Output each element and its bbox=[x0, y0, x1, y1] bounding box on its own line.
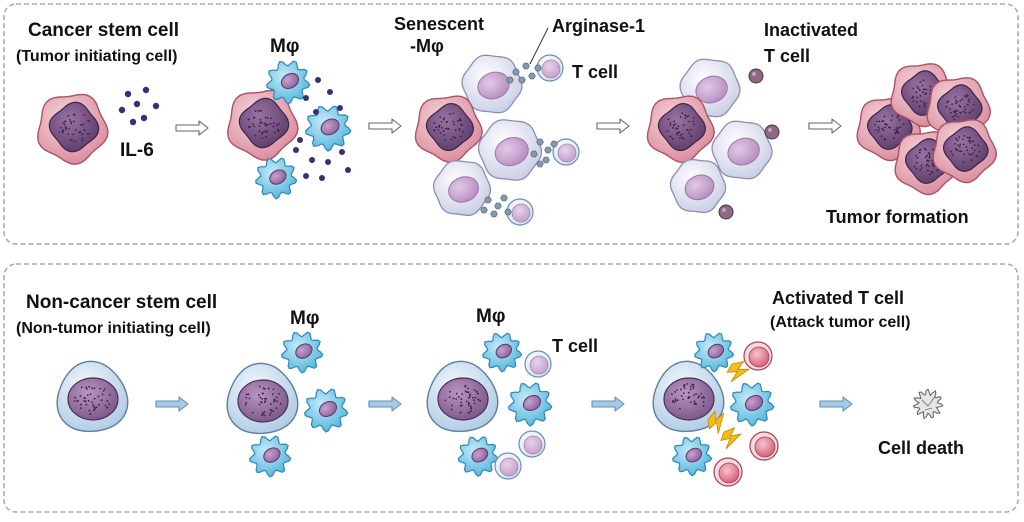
cell-death-label: Cell death bbox=[878, 438, 965, 458]
il6-label: IL-6 bbox=[120, 140, 154, 161]
arrow-top-1 bbox=[175, 120, 209, 136]
inactivated-t-cell-2 bbox=[764, 124, 780, 140]
arginase-cluster-1 bbox=[506, 62, 542, 84]
cancer-cell-step4 bbox=[646, 95, 715, 164]
il6-dots bbox=[118, 86, 160, 126]
macrophage-bottom-2 bbox=[304, 388, 349, 433]
non-cancer-stem-cell-subtitle: (Non-tumor initiating cell) bbox=[16, 320, 211, 337]
inactivated-t-cell-3 bbox=[718, 204, 734, 220]
macrophage-top-1 bbox=[266, 60, 311, 105]
bottom-panel-frame bbox=[3, 263, 1019, 513]
cancer-cell-step3 bbox=[414, 95, 483, 164]
non-cancer-cell-step4 bbox=[652, 360, 725, 433]
lightning-1 bbox=[726, 360, 751, 383]
macrophage-bottom-7 bbox=[694, 332, 735, 373]
senescent-macrophage-2 bbox=[477, 119, 543, 181]
arginase-cluster-3 bbox=[480, 194, 512, 218]
macrophage-label-top: Mφ bbox=[270, 36, 300, 57]
macrophage-bottom-5 bbox=[508, 382, 553, 427]
arrow-bottom-3 bbox=[591, 396, 625, 412]
senescent-macrophage-1 bbox=[461, 54, 523, 114]
arrow-top-2 bbox=[368, 118, 402, 134]
arginase-label: Arginase-1 bbox=[552, 16, 646, 36]
senescent-label-2: -Mφ bbox=[410, 36, 444, 56]
arginase-pointer-line bbox=[529, 27, 549, 65]
activated-t-cell-3 bbox=[713, 457, 743, 487]
t-cell-bottom-1 bbox=[524, 350, 552, 378]
t-cell-top-2 bbox=[552, 138, 580, 166]
non-cancer-stem-cell-title: Non-cancer stem cell bbox=[26, 292, 218, 313]
t-cell-bottom-2 bbox=[518, 430, 546, 458]
senescent-label-1: Senescent bbox=[394, 14, 485, 34]
attack-tumor-cell-label: (Attack tumor cell) bbox=[770, 314, 911, 331]
macrophage-top-2 bbox=[304, 105, 352, 152]
cell-illustrations bbox=[36, 27, 998, 487]
lightning-2 bbox=[707, 409, 725, 434]
senescent-macrophage-5 bbox=[711, 120, 773, 180]
macrophage-top-3 bbox=[255, 157, 298, 200]
top-panel-frame bbox=[3, 3, 1019, 245]
arrow-bottom-2 bbox=[368, 396, 402, 412]
tumor-formation-label: Tumor formation bbox=[826, 207, 969, 227]
macrophage-bottom-3 bbox=[249, 435, 292, 478]
arrow-top-4 bbox=[808, 118, 842, 134]
activated-t-cell-label: Activated T cell bbox=[772, 288, 905, 308]
activated-t-cell-1 bbox=[743, 341, 773, 371]
t-cell-label-top: T cell bbox=[572, 62, 619, 82]
macrophage-label-bottom-2: Mφ bbox=[476, 306, 506, 327]
senescent-macrophage-4 bbox=[679, 58, 741, 118]
macrophage-bottom-9 bbox=[672, 436, 713, 477]
arrow-bottom-1 bbox=[155, 396, 189, 412]
macrophage-label-bottom-1: Mφ bbox=[290, 308, 320, 329]
tumor-cluster-cell-5 bbox=[932, 119, 998, 184]
t-cell-label-bottom: T cell bbox=[552, 336, 599, 356]
cancer-stem-cell-title: Cancer stem cell bbox=[28, 20, 180, 41]
arrow-top-3 bbox=[596, 118, 630, 134]
inactivated-label-1: Inactivated bbox=[764, 20, 859, 40]
macrophage-bottom-8 bbox=[730, 382, 775, 427]
cancer-stem-cell bbox=[36, 93, 109, 165]
senescent-macrophage-3 bbox=[432, 160, 492, 216]
non-cancer-cell-step3 bbox=[426, 360, 499, 433]
il6-dots-top-2 bbox=[293, 77, 351, 181]
dead-cell bbox=[912, 388, 944, 420]
lightning-3 bbox=[720, 426, 743, 450]
arginase-cluster-2 bbox=[530, 138, 558, 168]
inactivated-t-cell-1 bbox=[748, 68, 764, 84]
macrophage-bottom-1 bbox=[281, 331, 324, 374]
macrophage-bottom-4 bbox=[482, 332, 523, 373]
inactivated-label-2: T cell bbox=[764, 46, 811, 66]
t-cell-bottom-3 bbox=[494, 452, 522, 480]
cancer-stem-cell-subtitle: (Tumor initiating cell) bbox=[16, 48, 178, 65]
senescent-macrophage-6 bbox=[669, 158, 727, 214]
macrophage-bottom-6 bbox=[457, 436, 499, 477]
non-cancer-cell-step2 bbox=[226, 362, 299, 435]
arrow-bottom-4 bbox=[819, 396, 853, 412]
activated-t-cell-2 bbox=[749, 431, 779, 461]
non-cancer-stem-cell bbox=[56, 360, 129, 433]
